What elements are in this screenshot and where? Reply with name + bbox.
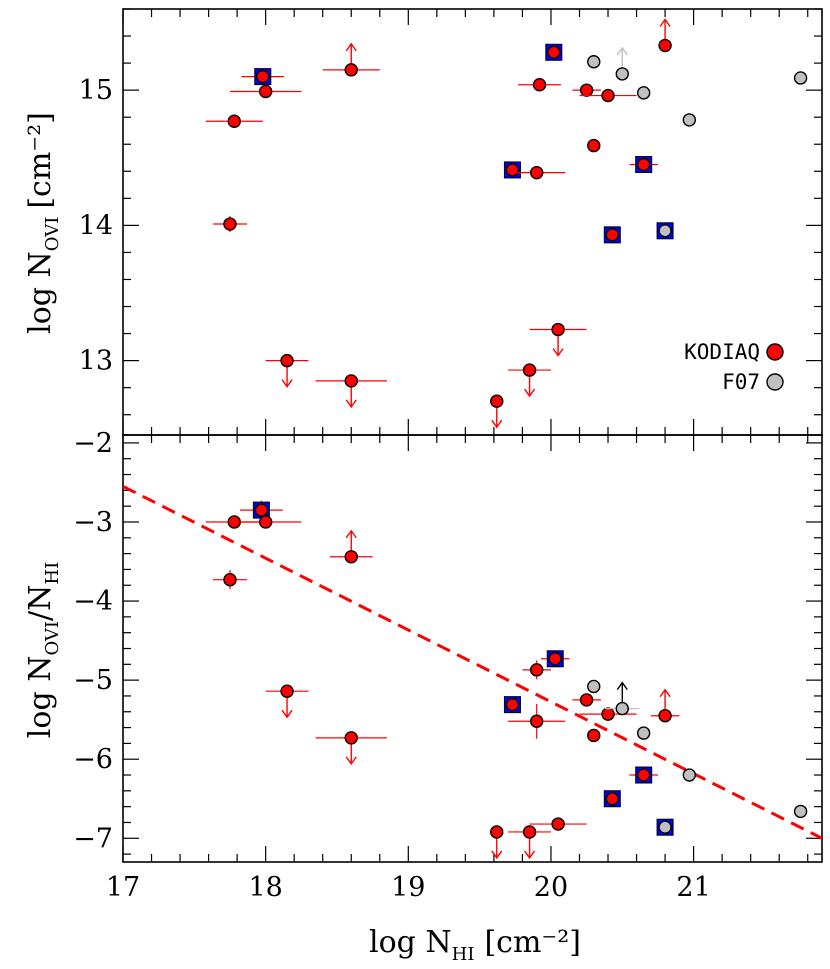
- legend: KODIAQ F07: [684, 340, 784, 394]
- data-point-kodiaq: [551, 817, 565, 831]
- bottom-x-tick-label: 20: [534, 872, 568, 903]
- data-point-f07: [636, 726, 651, 740]
- data-point-kodiaq: [505, 163, 520, 177]
- lower-limit-arrowhead: [659, 18, 671, 27]
- data-point-kodiaq: [522, 825, 537, 839]
- data-point-kodiaq: [529, 663, 544, 677]
- data-point-f07: [587, 679, 601, 694]
- data-point-kodiaq: [605, 792, 619, 806]
- top-y-tick-label: 14: [79, 210, 113, 241]
- top-y-axis-label: log NOVI[cm⁻²]: [23, 112, 63, 334]
- bottom-x-tick-label: 18: [248, 872, 282, 903]
- bottom-panel: −7 −6 −5 −4 −3 −2 17 18 19 20 21: [73, 428, 823, 903]
- data-point-kodiaq: [490, 825, 504, 839]
- data-point-kodiaq: [551, 322, 565, 337]
- data-point-kodiaq: [601, 707, 615, 721]
- data-point-kodiaq: [223, 573, 237, 587]
- lower-limit-arrowhead: [616, 46, 628, 56]
- data-point-kodiaq: [258, 84, 273, 99]
- data-point-f07: [793, 71, 808, 85]
- data-point-kodiaq: [587, 138, 601, 153]
- top-y-tick-label: 13: [79, 346, 113, 377]
- top-series-kodiaq: [205, 18, 672, 429]
- data-point-kodiaq: [587, 728, 601, 743]
- data-point-kodiaq: [258, 515, 273, 529]
- data-point-kodiaq: [280, 353, 294, 368]
- bottom-y-tick-label: −3: [73, 507, 113, 538]
- legend-label-f07: F07: [722, 370, 760, 394]
- data-point-kodiaq: [579, 83, 594, 97]
- data-point-kodiaq: [658, 38, 672, 53]
- upper-limit-arrowhead: [281, 709, 293, 719]
- data-point-f07: [682, 768, 697, 782]
- data-point-kodiaq: [344, 63, 358, 77]
- data-point-kodiaq: [636, 768, 651, 782]
- bottom-y-tick-label: −4: [73, 586, 113, 617]
- bottom-plot-frame: [122, 434, 823, 863]
- data-point-kodiaq: [344, 731, 358, 745]
- lower-limit-arrowhead: [616, 681, 628, 691]
- data-point-kodiaq: [547, 45, 561, 59]
- legend-marker-f07: [766, 373, 784, 391]
- upper-limit-arrowhead: [523, 388, 536, 398]
- data-point-kodiaq: [505, 697, 520, 712]
- data-point-kodiaq: [256, 69, 270, 84]
- bottom-y-tick-label: −7: [73, 823, 113, 854]
- data-point-f07: [682, 113, 697, 127]
- data-point-kodiaq: [636, 157, 651, 172]
- data-point-kodiaq: [579, 693, 594, 707]
- top-y-tick-label: 15: [79, 75, 113, 106]
- data-point-kodiaq: [532, 78, 547, 92]
- bottom-y-tick-label: −6: [73, 744, 113, 775]
- data-point-kodiaq: [605, 228, 619, 242]
- lower-limit-arrowhead: [345, 529, 357, 539]
- upper-limit-arrowhead: [552, 348, 564, 357]
- data-point-kodiaq: [344, 374, 358, 388]
- data-point-f07: [615, 701, 629, 716]
- bottom-series-kodiaq: [205, 500, 680, 860]
- data-point-f07: [636, 86, 651, 100]
- data-point-kodiaq: [548, 652, 562, 666]
- data-point-kodiaq: [529, 165, 544, 180]
- bottom-y-tick-label: −2: [73, 428, 113, 459]
- bottom-x-tick-label: 19: [391, 872, 425, 903]
- upper-limit-arrowhead: [491, 419, 503, 429]
- data-point-kodiaq: [658, 709, 672, 723]
- x-axis-label: log NHI[cm⁻²]: [369, 925, 581, 965]
- data-point-f07: [793, 804, 808, 819]
- axis-labels: log NOVI[cm⁻²] log NOVI/NHI log NHI[cm⁻²…: [23, 112, 581, 965]
- bottom-y-tick-label: −5: [73, 665, 113, 696]
- bottom-x-tick-label: 21: [676, 872, 710, 903]
- lower-limit-arrowhead: [345, 42, 357, 52]
- bottom-x-tick-label: 17: [106, 872, 140, 903]
- data-point-kodiaq: [529, 714, 544, 728]
- data-point-kodiaq: [601, 88, 615, 103]
- lower-limit-arrowhead: [659, 688, 671, 698]
- upper-limit-arrowhead: [345, 399, 357, 409]
- fit-line: [123, 485, 822, 840]
- data-point-kodiaq: [522, 363, 537, 377]
- upper-limit-arrowhead: [491, 850, 503, 860]
- data-point-kodiaq: [280, 684, 294, 698]
- legend-marker-kodiaq: [766, 343, 784, 361]
- data-point-f07: [658, 224, 672, 238]
- upper-limit-arrowhead: [523, 850, 536, 860]
- data-point-kodiaq: [223, 217, 237, 231]
- data-point-f07: [587, 55, 601, 69]
- data-point-f07: [615, 67, 629, 81]
- upper-limit-arrowhead: [281, 379, 293, 388]
- data-point-kodiaq: [344, 550, 358, 564]
- data-point-f07: [658, 820, 672, 834]
- legend-label-kodiaq: KODIAQ: [684, 340, 760, 364]
- data-point-kodiaq: [227, 114, 241, 128]
- bottom-y-axis-label: log NOVI/NHI: [23, 562, 63, 738]
- data-point-kodiaq: [254, 503, 269, 517]
- bottom-series-f07: [587, 679, 808, 836]
- data-point-kodiaq: [490, 394, 504, 408]
- upper-limit-arrowhead: [345, 756, 357, 766]
- top-series-f07: [587, 46, 808, 240]
